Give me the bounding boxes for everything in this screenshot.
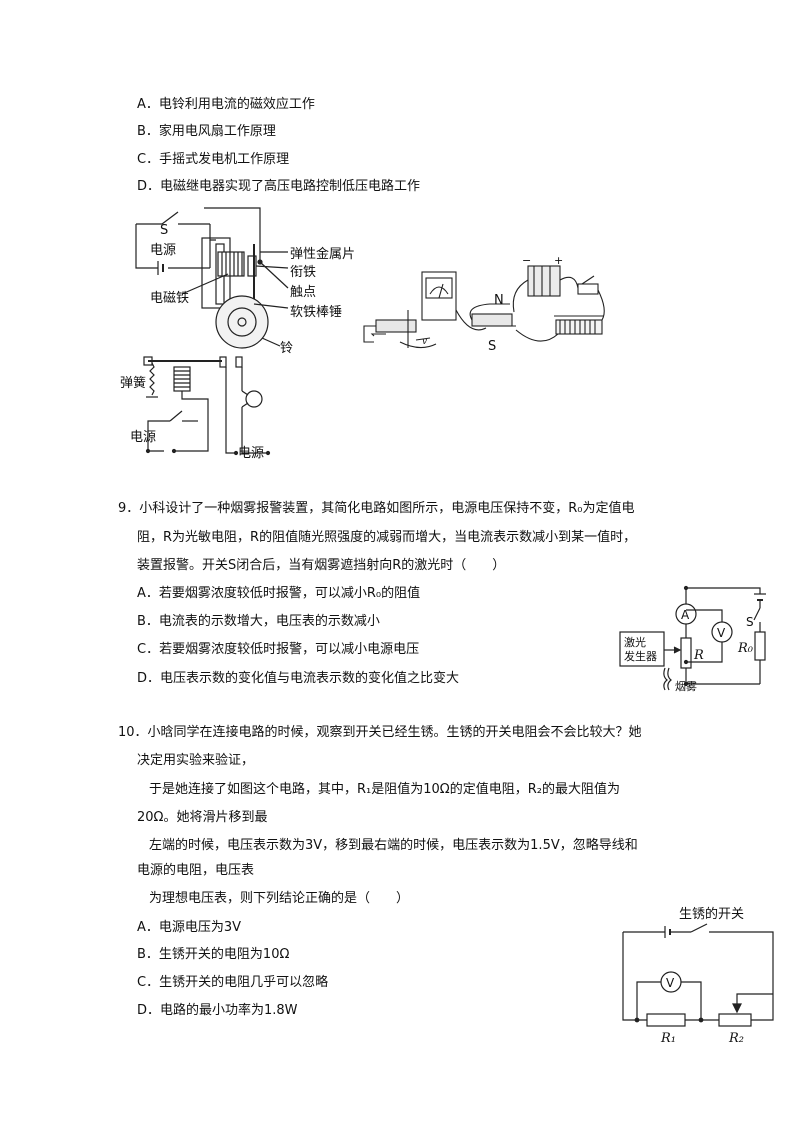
q9-stem-line-3: 装置报警。开关S闭合后，当有烟雾遮挡射向R的激光时（ ） [137,558,506,573]
resistor-r2-label: R₂ [728,1031,744,1046]
spring-sheet-label: 弹性金属片 [290,246,355,262]
motor-apparatus-figure: N S v − + [363,254,605,354]
q9-stem-line-1: 9．小科设计了一种烟雾报警装置，其简化电路如图所示，电源电压保持不变，R₀为定值… [118,501,635,516]
q10-stem-line-2: 决定用实验来验证， [137,753,255,768]
q10-option-b: B．生锈开关的电阻为10Ω [137,947,290,962]
armature-label: 衔铁 [290,265,316,280]
relay-power2-label: 电源 [238,446,264,461]
q8-option-a: A．电铃利用电流的磁效应工作 [137,97,315,112]
voltmeter-v-label: V [666,976,675,990]
q10-option-a: A．电源电压为3V [137,920,242,935]
ammeter-label: A [681,608,690,622]
bell-label: 铃 [280,341,293,356]
switch-s-label: S [746,615,754,629]
smoke-label: 烟雾 [675,679,697,693]
q10-stem-line-7: 为理想电压表，则下列结论正确的是（ ） [149,891,410,906]
q10-stem-line-6: 电源的电阻，电压表 [137,863,255,878]
q10-option-d: D．电路的最小功率为1.8W [137,1003,298,1018]
battery-plus-label: + [554,254,563,267]
laser-label-line-1: 激光 [624,635,646,649]
resistor-r-label: R [693,648,704,663]
rusty-switch-label: 生锈的开关 [679,906,744,922]
relay-figure: 弹簧 电源 电源 [120,356,271,461]
voltmeter-label: V [717,626,726,640]
q10-stem-line-1: 10．小晗同学在连接电路的时候，观察到开关已经生锈。生锈的开关电阻会不会比较大？… [118,725,642,740]
q8-option-d: D．电磁继电器实现了高压电路控制低压电路工作 [137,179,421,194]
relay-power1-label: 电源 [130,430,156,445]
bell-s-label: S [160,223,168,238]
q9-option-c: C．若要烟雾浓度较低时报警，可以减小电源电压 [137,642,420,657]
laser-label-line-2: 发生器 [624,649,657,663]
battery-minus-label: − [522,254,531,267]
rusty-switch-circuit-figure: 生锈的开关 V R₁ R₂ [622,906,774,1046]
resistor-r1-label: R₁ [660,1031,676,1046]
electromagnet-label: 电磁铁 [150,291,189,306]
q10-stem-line-3: 于是她连接了如图这个电路，其中，R₁是阻值为10Ω的定值电阻，R₂的最大阻值为 [149,782,620,797]
contact-label: 触点 [290,285,316,300]
electric-bell-figure: S 电源 弹性金属片 衔铁 触点 电磁铁 软铁棒锤 铃 [135,207,355,356]
hammer-label: 软铁棒锤 [290,305,342,320]
q9-option-a: A．若要烟雾浓度较低时报警，可以减小R₀的阻值 [137,586,421,601]
q8-option-c: C．手摇式发电机工作原理 [137,152,290,167]
q9-option-b: B．电流表的示数增大，电压表的示数减小 [137,614,380,629]
motor-n-label: N [494,293,504,308]
bell-power-label: 电源 [150,243,176,258]
q8-option-b: B．家用电风扇工作原理 [137,124,276,139]
resistor-r0-label: R₀ [737,641,754,656]
q10-stem-line-4: 20Ω。她将滑片移到最 [137,810,268,825]
q10-stem-line-5: 左端的时候，电压表示数为3V，移到最右端的时候，电压表示数为1.5V，忽略导线和 [149,838,638,853]
relay-spring-label: 弹簧 [120,375,146,391]
q10-option-c: C．生锈开关的电阻几乎可以忽略 [137,975,329,990]
motor-s-label: S [488,339,496,354]
smoke-alarm-circuit-figure: A V S R R₀ 激光 发生器 烟雾 [619,585,766,693]
q9-option-d: D．电压表示数的变化值与电流表示数的变化值之比变大 [137,671,460,686]
q9-stem-line-2: 阻，R为光敏电阻，R的阻值随光照强度的减弱而增大，当电流表示数减小到某一值时， [137,530,637,545]
motor-v-label: v [422,337,427,347]
